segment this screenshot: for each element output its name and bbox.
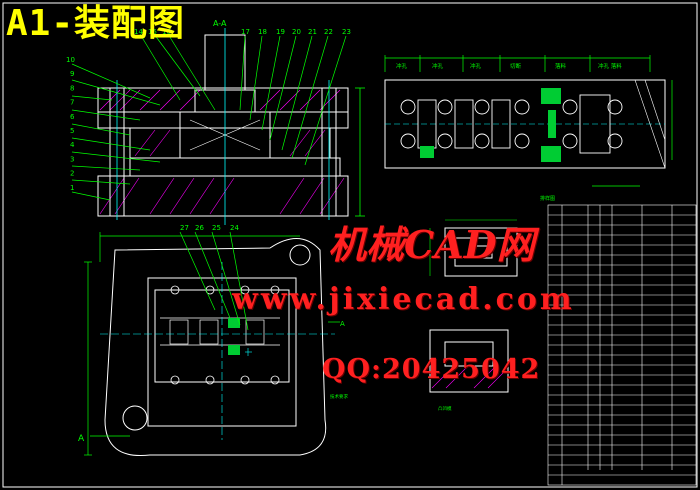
balloon-number: 4: [70, 141, 75, 149]
strip-header: 冲孔: [396, 62, 408, 70]
balloon-number: 14: [134, 28, 143, 36]
svg-text:排样图: 排样图: [540, 195, 555, 202]
balloon-number: 27: [180, 224, 189, 232]
balloons-bottom: 27 26 25 24: [180, 224, 239, 232]
balloon-number: 24: [230, 224, 239, 232]
balloon-number: 9: [70, 70, 74, 78]
drawing-title: A1-装配图: [6, 3, 186, 44]
balloon-number: 16: [162, 28, 171, 36]
balloons-left: 10 9 8 7 6 5 4 3 2 1: [66, 56, 75, 192]
strip-headers: 冲孔 冲孔 冲孔 切断 落料 冲孔 落料: [396, 62, 622, 70]
strip-layout: 排样图: [384, 55, 673, 202]
strip-header: 冲孔 落料: [598, 62, 622, 70]
strip-header: 冲孔: [432, 62, 444, 70]
parts-list-rows: [548, 214, 696, 476]
balloon-number: 25: [212, 224, 221, 232]
svg-text:技术要求: 技术要求: [330, 393, 348, 400]
balloon-number: 17: [241, 28, 250, 36]
balloon-number: 20: [292, 28, 301, 36]
strip-header: 切断: [510, 62, 522, 70]
section-view: [71, 28, 365, 225]
svg-text:凸凹模: 凸凹模: [438, 405, 452, 412]
view-marker-a: A: [78, 434, 85, 444]
balloon-number: 1: [70, 184, 74, 192]
balloon-number: 15: [148, 28, 157, 36]
balloon-number: 23: [342, 28, 351, 36]
balloon-number: 3: [70, 155, 74, 163]
strip-header: 落料: [555, 62, 567, 70]
balloon-number: 7: [70, 99, 74, 107]
part-views: 凸凹模: [429, 219, 518, 412]
balloon-number: 5: [70, 127, 74, 135]
section-label: A-A: [213, 19, 227, 28]
balloon-number: 22: [324, 28, 333, 36]
plan-view: 技术要求: [84, 231, 348, 457]
strip-header: 冲孔: [470, 62, 482, 70]
view-marker-a-right: A: [340, 320, 345, 328]
balloon-number: 26: [195, 224, 204, 232]
balloons-top: 14 15 16 17 18 19 20 21 22 23: [134, 28, 351, 36]
balloon-number: 2: [70, 170, 74, 178]
balloon-number: 19: [276, 28, 285, 36]
balloon-number: 6: [70, 113, 75, 121]
balloon-number: 18: [258, 28, 267, 36]
balloon-number: 21: [308, 28, 317, 36]
balloon-number: 10: [66, 56, 75, 64]
balloon-number: 8: [70, 84, 74, 92]
